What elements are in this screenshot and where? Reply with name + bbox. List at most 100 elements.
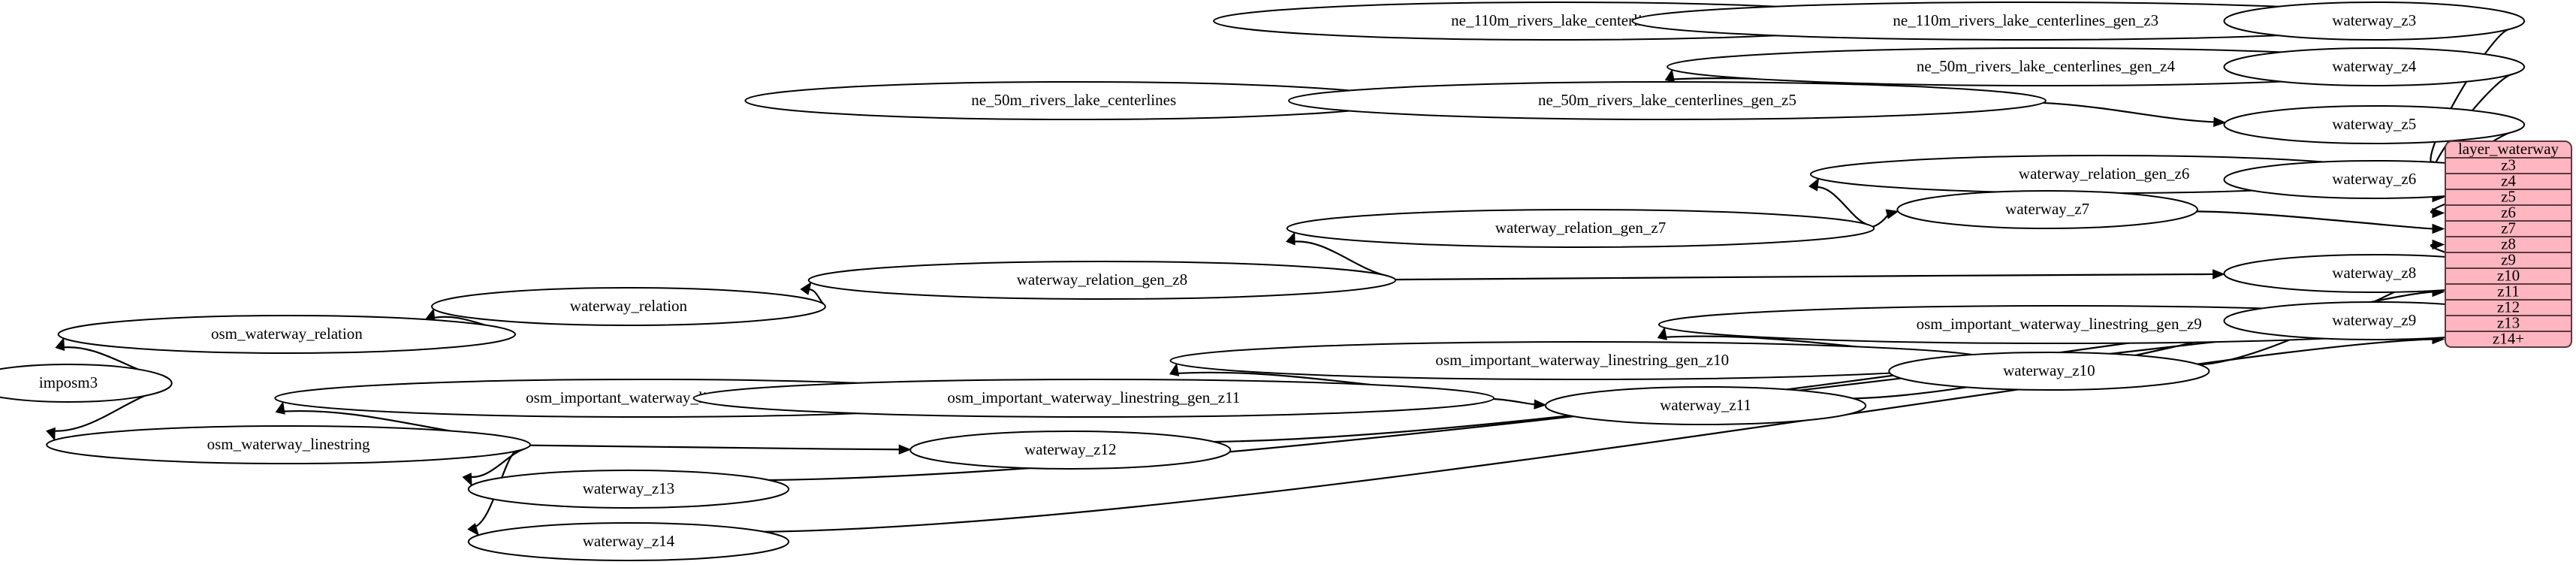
node-ne_50m_rivers_lake_centerlines_gen_z4[interactable]: ne_50m_rivers_lake_centerlines_gen_z4 <box>1667 47 2425 86</box>
edge-ne_50m_rivers_lake_centerlines_gen_z5-to-waterway_z5 <box>2043 101 2216 123</box>
node-label-waterway_z14: waterway_z14 <box>583 532 675 550</box>
edge-waterway_z11-to-layer_waterway-z11 <box>1853 291 2435 400</box>
node-shape-waterway_z5 <box>2223 105 2526 144</box>
table-row-label-z8: z8 <box>2501 234 2516 252</box>
node-waterway_relation[interactable]: waterway_relation <box>430 287 826 326</box>
node-shape-waterway_z7 <box>1896 190 2198 229</box>
node-ne_50m_rivers_lake_centerlines_gen_z5[interactable]: ne_50m_rivers_lake_centerlines_gen_z5 <box>1288 81 2047 120</box>
node-label-waterway_relation_gen_z7: waterway_relation_gen_z7 <box>1495 219 1666 237</box>
edge-waterway_z14-to-layer_waterway-z14+ <box>764 338 2435 533</box>
edge-arrowhead <box>462 473 472 487</box>
node-shape-waterway_z11 <box>1544 386 1867 425</box>
table-row-label-z5: z5 <box>2501 187 2516 205</box>
node-waterway_z7[interactable]: waterway_z7 <box>1896 190 2198 229</box>
node-waterway_z4[interactable]: waterway_z4 <box>2223 47 2526 86</box>
edge-arrowhead <box>1534 399 1547 409</box>
node-waterway_z13[interactable]: waterway_z13 <box>467 470 790 509</box>
node-label-waterway_z5: waterway_z5 <box>2332 115 2416 133</box>
edge-waterway_z7-to-layer_waterway-z7 <box>2197 210 2435 230</box>
node-waterway_z5[interactable]: waterway_z5 <box>2223 105 2526 144</box>
table-row-label-z9: z9 <box>2501 250 2516 268</box>
node-osm_important_waterway_linestring_gen_z11[interactable]: osm_important_waterway_linestring_gen_z1… <box>692 379 1495 418</box>
table-row-label-z14+: z14+ <box>2493 329 2524 347</box>
edge-waterway_relation_gen_z8-to-waterway_z8 <box>1395 273 2215 281</box>
table-row-label-z3: z3 <box>2501 156 2516 174</box>
node-waterway_z10[interactable]: waterway_z10 <box>1888 352 2210 391</box>
node-label-osm_waterway_relation: osm_waterway_relation <box>211 325 363 343</box>
node-shape-osm_important_waterway_linestring_gen_z11 <box>692 379 1495 418</box>
table-row-label-z6: z6 <box>2501 203 2516 221</box>
node-shape-waterway_relation_gen_z7 <box>1286 209 1875 248</box>
node-label-osm_important_waterway_linestring_gen_z10: osm_important_waterway_linestring_gen_z1… <box>1435 351 1729 369</box>
node-waterway_z14[interactable]: waterway_z14 <box>467 522 790 561</box>
node-shape-waterway_relation <box>430 287 826 326</box>
node-shape-imposm3 <box>0 364 173 403</box>
node-label-osm_waterway_linestring: osm_waterway_linestring <box>207 435 370 453</box>
node-label-waterway_relation_gen_z8: waterway_relation_gen_z8 <box>1017 270 1187 289</box>
node-label-ne_110m_rivers_lake_centerlines_gen_z3: ne_110m_rivers_lake_centerlines_gen_z3 <box>1893 11 2158 29</box>
edge-arrowhead <box>2432 239 2445 250</box>
node-label-waterway_z7: waterway_z7 <box>2005 200 2089 218</box>
node-shape-osm_waterway_relation <box>57 315 516 354</box>
node-shape-osm_waterway_linestring <box>46 425 531 464</box>
edge-arrowhead <box>1286 231 1296 246</box>
node-label-osm_important_waterway_linestring_gen_z11: osm_important_waterway_linestring_gen_z1… <box>947 388 1240 406</box>
node-osm_waterway_linestring[interactable]: osm_waterway_linestring <box>46 425 531 464</box>
node-waterway_z11[interactable]: waterway_z11 <box>1544 386 1867 425</box>
node-shape-waterway_z10 <box>1888 352 2210 391</box>
table-row-label-z10: z10 <box>2497 266 2520 284</box>
edge-arrowhead <box>55 337 65 352</box>
table-row-label-z11: z11 <box>2497 282 2520 300</box>
edge-arrowhead <box>1169 362 1180 376</box>
edge-arrowhead <box>2213 269 2225 279</box>
node-waterway_relation_gen_z7[interactable]: waterway_relation_gen_z7 <box>1286 209 1875 248</box>
node-label-waterway_z11: waterway_z11 <box>1660 396 1751 414</box>
edge-waterway_z3-to-layer_waterway-z3 <box>2430 29 2509 167</box>
node-waterway_z12[interactable]: waterway_z12 <box>909 431 1232 470</box>
table-row-label-z13: z13 <box>2497 313 2520 331</box>
edge-arrowhead <box>1657 326 1667 340</box>
table-layer: layer_waterwayz3z4z5z6z7z8z9z10z11z12z13… <box>2445 140 2572 348</box>
edge-arrowhead <box>898 444 912 455</box>
node-layer: imposm3 osm_waterway_relation osm_waterway… <box>0 2 2526 561</box>
node-shape-waterway_z13 <box>467 470 790 509</box>
node-shape-ne_50m_rivers_lake_centerlines_gen_z5 <box>1288 81 2047 120</box>
edge-arrowhead <box>1808 177 1820 192</box>
edge-arrowhead <box>467 522 480 536</box>
edge-arrowhead <box>1885 209 1899 219</box>
node-shape-waterway_z14 <box>467 522 790 561</box>
table-row-label-z7: z7 <box>2501 219 2516 237</box>
edge-waterway_relation_gen_z8-to-waterway_relation_gen_z7 <box>1291 240 1389 277</box>
edge-arrowhead <box>2213 116 2227 128</box>
node-label-imposm3: imposm3 <box>39 373 98 391</box>
node-waterway_relation_gen_z8[interactable]: waterway_relation_gen_z8 <box>807 261 1397 300</box>
node-imposm3[interactable]: imposm3 <box>0 364 173 403</box>
node-label-osm_important_waterway_linestring_gen_z9: osm_important_waterway_linestring_gen_z9 <box>1917 315 2202 333</box>
node-label-ne_50m_rivers_lake_centerlines_gen_z4: ne_50m_rivers_lake_centerlines_gen_z4 <box>1917 57 2176 75</box>
node-label-ne_50m_rivers_lake_centerlines_gen_z5: ne_50m_rivers_lake_centerlines_gen_z5 <box>1538 91 1796 109</box>
edge-arrowhead <box>46 427 56 441</box>
node-label-ne_50m_rivers_lake_centerlines: ne_50m_rivers_lake_centerlines <box>971 91 1176 109</box>
node-shape-waterway_z3 <box>2223 2 2526 41</box>
node-label-waterway_z8: waterway_z8 <box>2332 264 2416 282</box>
edge-arrowhead <box>2432 223 2445 234</box>
node-label-waterway_z13: waterway_z13 <box>583 479 674 497</box>
edge-osm_waterway_linestring-to-waterway_z12 <box>529 444 901 451</box>
table-row-label-z4: z4 <box>2501 171 2516 189</box>
edge-arrowhead <box>800 282 812 295</box>
node-waterway_z3[interactable]: waterway_z3 <box>2223 2 2526 41</box>
node-label-ne_110m_rivers_lake_centerlines: ne_110m_rivers_lake_centerlines <box>1451 11 1664 29</box>
edge-osm_important_waterway_linestring_gen_z11-to-waterway_z11 <box>1493 397 1537 406</box>
table-row-z14+[interactable] <box>2445 331 2572 348</box>
node-label-waterway_z3: waterway_z3 <box>2332 11 2416 29</box>
edge-waterway_relation_gen_z7-to-waterway_z7 <box>1872 213 1890 228</box>
node-shape-waterway_relation_gen_z8 <box>807 261 1397 300</box>
node-label-waterway_z9: waterway_z9 <box>2332 311 2416 329</box>
node-osm_important_waterway_linestring_gen_z10[interactable]: osm_important_waterway_linestring_gen_z1… <box>1169 341 1995 380</box>
edge-arrowhead <box>275 400 285 415</box>
edge-arrowhead <box>1664 68 1675 83</box>
node-osm_waterway_relation[interactable]: osm_waterway_relation <box>57 315 516 354</box>
node-shape-waterway_z4 <box>2223 47 2526 86</box>
